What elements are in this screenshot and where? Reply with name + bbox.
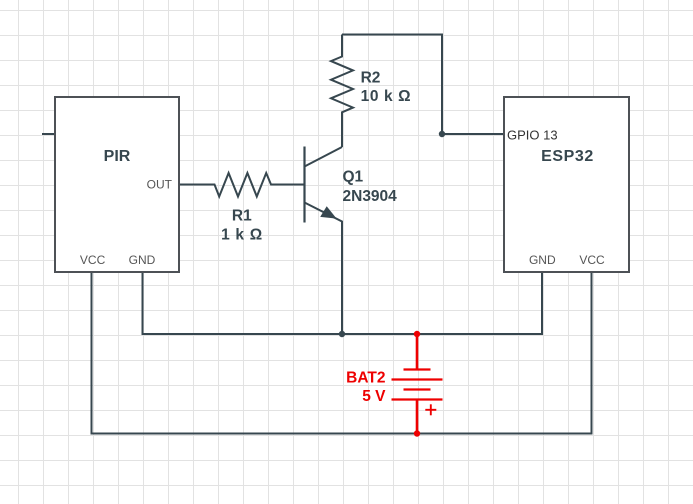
svg-text:1 k Ω: 1 k Ω xyxy=(221,227,263,244)
svg-text:GPIO 13: GPIO 13 xyxy=(507,128,558,143)
svg-text:R1: R1 xyxy=(232,208,252,225)
svg-text:PIR: PIR xyxy=(104,148,131,165)
svg-text:GND: GND xyxy=(129,253,156,267)
svg-text:BAT2: BAT2 xyxy=(346,369,385,386)
svg-text:R2: R2 xyxy=(361,69,381,86)
svg-text:OUT: OUT xyxy=(147,178,173,192)
svg-text:VCC: VCC xyxy=(80,253,106,267)
svg-text:ESP32: ESP32 xyxy=(541,148,594,165)
svg-text:GND: GND xyxy=(529,253,556,267)
svg-text:5 V: 5 V xyxy=(362,388,386,405)
svg-text:VCC: VCC xyxy=(579,253,605,267)
svg-text:Q1: Q1 xyxy=(343,169,364,186)
svg-text:2N3904: 2N3904 xyxy=(343,188,398,205)
svg-text:10 k Ω: 10 k Ω xyxy=(361,88,412,105)
